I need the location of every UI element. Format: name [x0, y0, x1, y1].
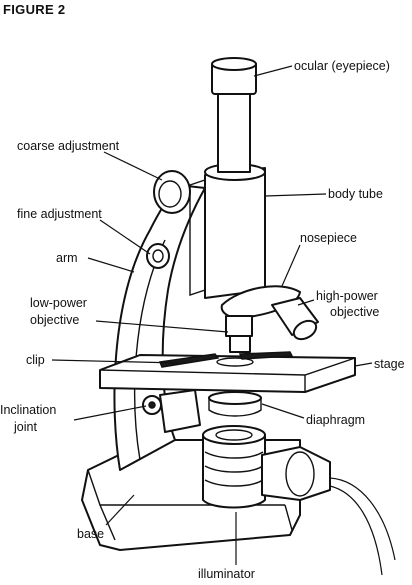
label-body-tube: body tube: [328, 187, 383, 201]
body-tube-shape: [189, 163, 266, 299]
coarse-adjustment-knob: [153, 170, 191, 214]
label-coarse-adjustment: coarse adjustment: [17, 139, 120, 153]
label-fine-adjustment: fine adjustment: [17, 207, 102, 221]
label-illuminator: illuminator: [198, 567, 255, 581]
label-arm: arm: [56, 251, 78, 265]
label-inclination-line2: joint: [13, 420, 37, 434]
label-clip: clip: [26, 353, 45, 367]
label-diaphragm: diaphragm: [306, 413, 365, 427]
high-power-objective-shape: [271, 297, 319, 341]
low-power-objective-shape: [225, 315, 253, 353]
stage-shape: [99, 354, 356, 393]
label-nosepiece: nosepiece: [300, 231, 357, 245]
clip-shapes: [158, 351, 294, 368]
illuminator-shape: [202, 425, 396, 576]
label-low-power-line1: low-power: [30, 296, 87, 310]
label-high-power-line2: objective: [330, 305, 379, 319]
fine-adjustment-knob: [146, 243, 170, 269]
label-low-power-line2: objective: [30, 313, 79, 327]
label-base: base: [77, 527, 104, 541]
label-high-power-line1: high-power: [316, 289, 378, 303]
diaphragm-shape: [208, 391, 262, 417]
label-ocular: ocular (eyepiece): [294, 59, 390, 73]
microscope-drawing: [81, 57, 396, 576]
ocular-shape: [211, 57, 257, 173]
labels: ocular (eyepiece) coarse adjustment body…: [0, 59, 405, 581]
label-inclination-line1: Inclination: [0, 403, 56, 417]
inclination-joint-shape: [142, 389, 201, 433]
figure-title: FIGURE 2: [3, 2, 65, 17]
label-stage: stage: [374, 357, 405, 371]
leader-lines: [51, 65, 373, 565]
